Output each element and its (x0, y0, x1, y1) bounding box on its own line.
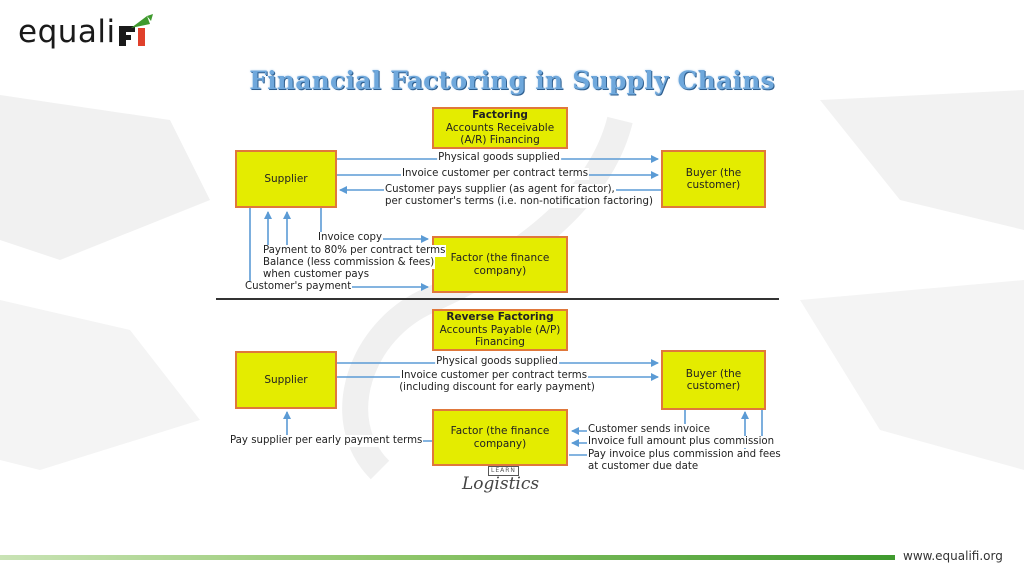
buyer-label-bottom-2: customer) (686, 380, 741, 392)
flow-balance-2: when customer pays (262, 269, 371, 281)
flow-invoice-copy: Invoice copy (317, 232, 383, 244)
supplier-box-bottom: Supplier (235, 351, 337, 409)
flow-invoice-customer-bottom-2: (including discount for early payment) (398, 382, 596, 394)
factoring-header-title: Factoring (472, 109, 528, 122)
flow-invoice-customer-top: Invoice customer per contract terms (400, 168, 590, 180)
reverse-header-line2: Accounts Payable (A/P) (439, 323, 561, 336)
flow-pay-supplier: Pay supplier per early payment terms (229, 435, 424, 447)
flow-invoice-full: Invoice full amount plus commission (587, 436, 776, 448)
factor-label-bottom-1: Factor (the finance (450, 425, 550, 438)
learn-logo-top: LEARN (488, 466, 519, 476)
logistics-logo-text: Logistics (462, 474, 540, 494)
flow-physical-goods-top: Physical goods supplied (437, 152, 561, 164)
logo-fi-mark-icon (118, 14, 153, 46)
factor-label-top-2: company) (473, 264, 527, 277)
flow-pay-invoice-2: at customer due date (587, 461, 700, 473)
factor-box-bottom: Factor (the finance company) (432, 409, 568, 466)
flow-invoice-customer-bottom-1: Invoice customer per contract terms (399, 370, 589, 382)
supplier-box-top: Supplier (235, 150, 337, 208)
flow-physical-goods-bottom: Physical goods supplied (435, 356, 559, 368)
flow-customer-pays-2: per customer's terms (i.e. non-notificat… (384, 196, 654, 208)
reverse-header-line3: Financing (475, 336, 525, 349)
section-divider (216, 298, 779, 300)
buyer-label-top-1: Buyer (the (685, 166, 742, 179)
factor-box-top: Factor (the finance company) (432, 236, 568, 293)
supplier-label-bottom: Supplier (264, 373, 308, 386)
flow-customer-sends: Customer sends invoice (587, 424, 712, 436)
buyer-label-bottom-1: Buyer (the (685, 367, 742, 380)
factoring-header-box: Factoring Accounts Receivable (A/R) Fina… (432, 107, 568, 149)
flow-customer-pays-1: Customer pays supplier (as agent for fac… (384, 184, 616, 196)
page-title: Financial Factoring in Supply Chains (249, 66, 775, 95)
factoring-header-line2: Accounts Receivable (445, 121, 555, 134)
logo-text: equali (18, 14, 116, 50)
reverse-header-title: Reverse Factoring (446, 311, 554, 324)
learn-about-logistics-logo: LEARN Logistics (462, 466, 542, 502)
factor-label-bottom-2: company) (473, 437, 527, 450)
reverse-header-box: Reverse Factoring Accounts Payable (A/P)… (432, 309, 568, 351)
buyer-box-top: Buyer (the customer) (661, 150, 766, 208)
footer-website-link[interactable]: www.equalifi.org (903, 549, 1003, 563)
flow-payment-80: Payment to 80% per contract terms (262, 245, 447, 257)
buyer-label-top-2: customer) (686, 179, 741, 191)
supplier-label-top: Supplier (264, 172, 308, 185)
footer-green-bar (0, 555, 895, 560)
factor-label-top-1: Factor (the finance (450, 252, 550, 265)
flow-balance-1: Balance (less commission & fees) (262, 257, 436, 269)
buyer-box-bottom: Buyer (the customer) (661, 350, 766, 410)
flow-customers-payment: Customer's payment (244, 281, 353, 293)
factoring-header-line3: (A/R) Financing (460, 134, 540, 147)
flow-pay-invoice-1: Pay invoice plus commission and fees (587, 449, 782, 461)
brand-logo[interactable]: equali (18, 14, 153, 48)
